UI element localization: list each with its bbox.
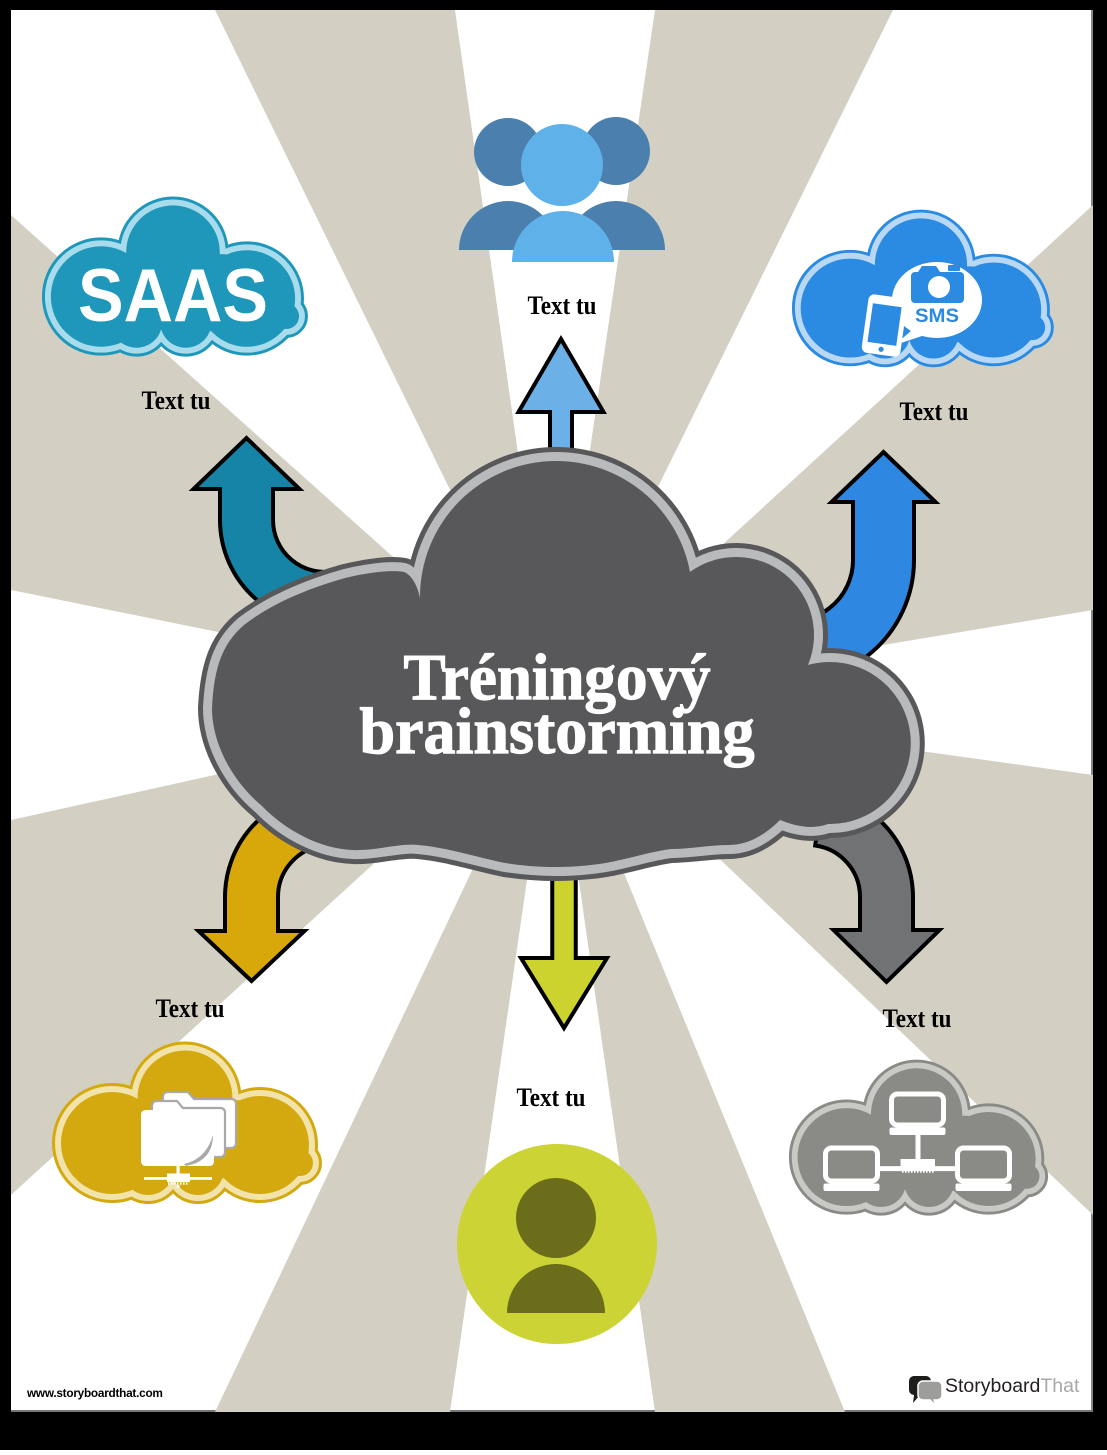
svg-text:Text tu: Text tu [156,994,225,1023]
svg-text:Text tu: Text tu [517,1083,586,1112]
svg-text:Text tu: Text tu [900,397,969,426]
svg-text:Tréningový: Tréningový [404,641,711,714]
svg-text:SAAS: SAAS [78,253,268,337]
svg-text:brainstorming: brainstorming [360,695,755,768]
svg-text:StoryboardThat: StoryboardThat [945,1375,1080,1397]
svg-text:Text tu: Text tu [528,291,597,320]
svg-text:www.storyboardthat.com: www.storyboardthat.com [26,1386,163,1400]
svg-text:Text tu: Text tu [883,1004,952,1033]
svg-text:Text tu: Text tu [142,386,211,415]
svg-text:SMS: SMS [915,306,959,327]
